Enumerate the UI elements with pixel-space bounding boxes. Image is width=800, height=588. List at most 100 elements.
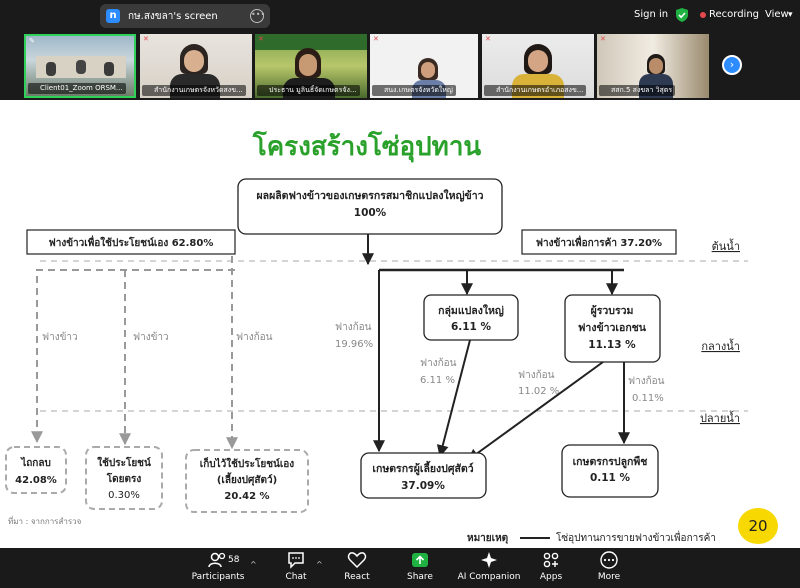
flow-line <box>467 361 604 461</box>
commercial-box <box>521 229 677 255</box>
crop-farmer-label: เกษตรกรปลูกพืช <box>573 455 648 469</box>
heart-icon <box>325 551 389 571</box>
label-block-5-percent: 0.11% <box>632 393 664 404</box>
direct-use-line1: ใช้ประโยชน์ <box>97 456 151 469</box>
participants-count: 58 <box>228 555 240 565</box>
participant-name: สำนักงานเกษตรจังหวัดสงข... <box>142 85 246 96</box>
large-plot-group-box <box>423 294 519 341</box>
more-options-icon[interactable]: ••• <box>250 9 265 23</box>
screen-share-pill[interactable]: n กษ.สงขลา's screen ••• <box>100 4 270 28</box>
label-block-5: ฟางก้อน <box>628 375 665 387</box>
share-source-icon: n <box>106 9 120 23</box>
slide-title: โครงสร้างโซ่อุปทาน <box>252 130 482 163</box>
ai-companion-button[interactable]: AI Companion <box>456 551 522 587</box>
share-screen-icon <box>388 551 452 571</box>
participant-name: สำนักงานเกษตรอำเภอสงข... <box>484 85 587 96</box>
participant-name: สนง.เกษตรจังหวัดใหญ่ <box>372 85 456 96</box>
next-page-arrow-button[interactable]: › <box>722 55 742 75</box>
share-source-label: กษ.สงขลา's screen <box>128 10 218 22</box>
video-tile[interactable]: ✎ Client01_Zoom ORSM... <box>24 34 136 98</box>
note-text: โซ่อุปทานการขายฟางข้าวเพื่อการค้า <box>556 530 716 544</box>
video-tile[interactable]: ✕ สนง.เกษตรจังหวัดใหญ่ <box>370 34 478 98</box>
sign-in-link[interactable]: Sign in <box>634 9 669 20</box>
label-straw-1: ฟางข้าว <box>42 331 78 343</box>
direct-use-box <box>85 446 163 510</box>
livestock-farmer-box <box>360 452 487 499</box>
shared-slide: โครงสร้างโซ่อุปทาน ต้นน้ำ กลางน้ำ ปลายน้… <box>0 100 800 548</box>
participants-icon <box>186 551 250 571</box>
more-button[interactable]: More <box>577 551 641 587</box>
recording-dot-icon <box>700 12 706 18</box>
more-dots-icon <box>577 551 641 571</box>
label-block-4: ฟางก้อน <box>518 369 555 381</box>
page-number-badge: 20 <box>738 508 778 544</box>
crop-farmer-percent: 0.11 % <box>590 472 631 484</box>
large-plot-group-percent: 6.11 % <box>451 321 492 333</box>
view-chevron-icon: ▾ <box>788 10 793 20</box>
more-label: More <box>597 572 621 582</box>
sparkle-icon <box>456 551 522 571</box>
react-label: React <box>344 572 370 582</box>
apps-button[interactable]: Apps <box>519 551 583 587</box>
mic-muted-icon: ✕ <box>258 35 264 43</box>
self-use-label: ฟางข้าวเพื่อใช้ประโยชน์เอง 62.80% <box>49 235 214 249</box>
large-plot-group-label: กลุ่มแปลงใหญ่ <box>438 303 504 318</box>
store-for-own-use-line2: (เลี้ยงปศุสัตว์) <box>217 472 277 486</box>
direct-use-percent: 0.30% <box>108 490 140 501</box>
video-tile[interactable]: ✕ สำนักงานเกษตรอำเภอสงข... <box>482 34 594 98</box>
mic-muted-icon: ✕ <box>143 35 149 43</box>
view-menu-button[interactable]: View <box>765 9 789 20</box>
store-for-own-use-line1: เก็บไว้ใช้ประโยชน์เอง <box>200 456 295 470</box>
participant-name: สสก.5 สงขลา วิสุตร <box>599 85 676 96</box>
mic-muted-icon: ✎ <box>29 37 35 45</box>
source-text: ที่มา : จากการสำรวจ <box>8 515 82 526</box>
participants-chevron-icon[interactable]: ^ <box>250 560 257 569</box>
zone-label-midstream: กลางน้ำ <box>701 338 740 353</box>
video-gallery-strip: ✎ Client01_Zoom ORSM... ✕ สำนักงานเกษตรจ… <box>0 32 800 100</box>
top-box <box>237 178 503 235</box>
direct-use-line2: โดยตรง <box>106 472 142 485</box>
video-tile[interactable]: ✕ ประธาน มูลินธิ์จัดเกษตรจัง... <box>255 34 367 98</box>
zone-label-downstream: ปลายน้ำ <box>700 410 740 425</box>
label-straw-2: ฟางข้าว <box>133 331 169 343</box>
store-for-own-use-percent: 20.42 % <box>224 491 269 502</box>
label-block-3-percent: 6.11 % <box>420 375 455 386</box>
shield-check-icon[interactable] <box>676 8 688 22</box>
apps-label: Apps <box>539 572 563 582</box>
label-block-2-percent: 19.96% <box>335 339 373 350</box>
flow-line <box>436 339 471 458</box>
flow-line-dashed <box>31 269 235 444</box>
video-tile[interactable]: ✕ สำนักงานเกษตรจังหวัดสงข... <box>140 34 252 98</box>
apps-icon <box>519 551 583 571</box>
top-bar: n กษ.สงขลา's screen ••• Sign in Recordin… <box>0 0 800 32</box>
chat-button[interactable]: Chat <box>264 551 328 587</box>
crop-farmer-box <box>561 444 659 498</box>
note-label: หมายเหตุ <box>467 533 508 544</box>
label-block-3: ฟางก้อน <box>420 357 457 369</box>
private-collector-box <box>564 294 661 363</box>
participants-button[interactable]: 58 Participants <box>186 551 250 587</box>
plow-under-box <box>5 446 67 494</box>
mic-muted-icon: ✕ <box>373 35 379 43</box>
private-collector-line2: ฟางข้าวเอกชน <box>578 321 647 334</box>
chat-chevron-icon[interactable]: ^ <box>316 560 323 569</box>
recording-label[interactable]: Recording <box>709 9 760 20</box>
label-block-4-percent: 11.02 % <box>518 386 559 397</box>
label-block-1: ฟางก้อน <box>236 331 273 343</box>
private-collector-line1: ผู้รวบรวม <box>591 304 634 318</box>
top-box-percent: 100% <box>354 207 387 219</box>
mic-muted-icon: ✕ <box>600 35 606 43</box>
react-button[interactable]: React <box>325 551 389 587</box>
self-use-box <box>26 229 236 255</box>
top-box-title: ผลผลิตฟางข้าวของเกษตรกรสมาชิกแปลงใหญ่ข้า… <box>256 188 483 202</box>
store-for-own-use-box <box>185 449 309 513</box>
participant-name: Client01_Zoom ORSM... <box>28 83 126 94</box>
video-tile[interactable]: ✕ สสก.5 สงขลา วิสุตร <box>597 34 709 98</box>
plow-under-label: ไถกลบ <box>20 456 51 469</box>
plow-under-percent: 42.08% <box>15 475 57 486</box>
share-button[interactable]: Share <box>388 551 452 587</box>
livestock-farmer-percent: 37.09% <box>401 480 445 492</box>
zone-label-upstream: ต้นน้ำ <box>712 238 740 253</box>
private-collector-percent: 11.13 % <box>588 339 636 351</box>
label-block-2: ฟางก้อน <box>335 321 372 333</box>
